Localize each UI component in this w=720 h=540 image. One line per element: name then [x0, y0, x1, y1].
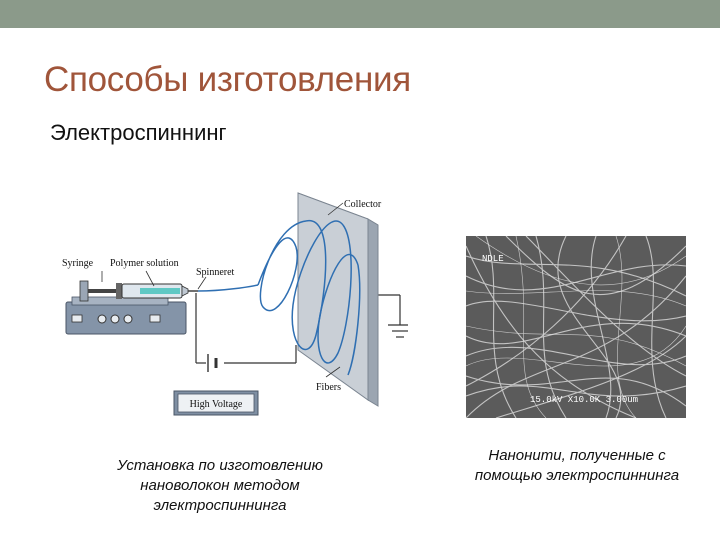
spinneret-label: Spinneret: [196, 267, 235, 278]
fiber-jet: [197, 220, 361, 376]
high-voltage-label: High Voltage: [190, 399, 243, 410]
high-voltage-box: High Voltage: [173, 390, 259, 416]
top-bar: [0, 0, 720, 28]
collector-plate: [297, 192, 379, 407]
syringe-label: Syringe: [62, 258, 94, 269]
electrospinning-diagram: Collector Syringe Polymer solution Spinn…: [62, 192, 408, 416]
sem-top-text: NDLE: [482, 254, 504, 264]
label-pointers: [101, 202, 344, 378]
syringe: [79, 280, 198, 302]
collector-label: Collector: [344, 199, 382, 210]
battery-icon: [207, 354, 218, 372]
sem-micrograph: NDLE 15.0kV X10.0K 3.00um: [466, 236, 686, 418]
slide-title: Способы изготовления: [44, 60, 411, 99]
diagram-caption: Установка по изготовлению нановолокон ме…: [117, 457, 323, 514]
polymer-solution-label: Polymer solution: [110, 258, 179, 269]
syringe-pump: [65, 296, 187, 335]
sem-caption: Нанонити, полученные с помощью электросп…: [474, 447, 680, 484]
sem-scale-text: 15.0kV X10.0K 3.00um: [530, 395, 638, 405]
slide-subtitle: Электроспиннинг: [50, 120, 227, 145]
fibers-label: Fibers: [316, 382, 341, 393]
